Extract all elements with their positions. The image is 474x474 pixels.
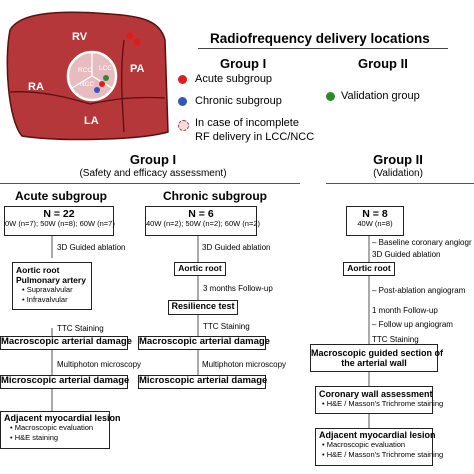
acute-pa-dot-2 xyxy=(133,38,141,46)
group2-subtitle: (Validation) xyxy=(373,168,423,179)
heart-illustration: RV RA LA PA RCC NCC LCC xyxy=(6,11,169,141)
label-ncc: NCC xyxy=(80,81,94,88)
legend-incomplete-1: In case of incomplete xyxy=(195,117,299,129)
chronic-step-ttc: TTC Staining xyxy=(203,322,250,331)
acute-step-multiphoton: Multiphoton microscopy xyxy=(57,360,142,369)
label-ra: RA xyxy=(28,81,44,93)
group2-step-followup: 1 month Follow-up xyxy=(372,306,438,315)
chronic-breakdown: 40W (n=2); 50W (n=2); 60W (n=2) xyxy=(146,219,261,228)
acute-aortic-title: Aortic root xyxy=(16,265,60,275)
acute-n-box: N = 22 0W (n=7); 50W (n=8); 60W (n=7) xyxy=(4,206,115,236)
label-la: LA xyxy=(84,115,99,127)
chamber-divider xyxy=(9,39,166,133)
group2-macroscopic-eval: • Macroscopic evaluation xyxy=(322,440,406,449)
acute-n-label: N = 22 xyxy=(43,208,75,220)
group2-title: Group II xyxy=(373,152,423,167)
chronic-microscopic-box: Microscopic arterial damage xyxy=(138,375,267,389)
acute-macroscopic-box: Macroscopic arterial damage xyxy=(0,336,132,350)
group1-rule xyxy=(0,183,300,184)
acute-supravalvular: • Supravalvular xyxy=(22,285,73,294)
group2-myocardial-box: Adjacent myocardial lesion • Macroscopic… xyxy=(315,428,444,466)
label-rcc: RCC xyxy=(78,67,92,74)
legend-incomplete-2: RF delivery in LCC/NCC xyxy=(195,131,315,143)
legend-validation: Validation group xyxy=(341,90,420,102)
chronic-ablation-dot xyxy=(94,87,100,93)
group2-section-box: Macroscopic guided section of the arteri… xyxy=(310,344,444,372)
chronic-step-followup: 3 months Follow-up xyxy=(203,284,273,293)
legend-title-rule xyxy=(198,48,448,49)
acute-dot-icon xyxy=(178,75,187,84)
label-pa: PA xyxy=(130,63,145,75)
acute-myocardial-title: Adjacent myocardial lesion xyxy=(4,413,121,423)
acute-aortic-box: Aortic root Pulmonary artery • Supravalv… xyxy=(12,262,92,310)
group2-myocardial-staining: • H&E / Masson's Trichrome staining xyxy=(322,450,444,459)
group2-coronary-title: Coronary wall assessment xyxy=(319,389,433,399)
chronic-n-label: N = 6 xyxy=(188,208,214,220)
group2-section-line2: the arterial wall xyxy=(341,358,407,368)
label-rv: RV xyxy=(72,31,88,43)
acute-pa-title: Pulmonary artery xyxy=(16,275,86,285)
group2-step-ablation: 3D Guided ablation xyxy=(372,250,441,259)
chronic-aortic-box: Aortic root xyxy=(174,262,226,276)
group1-title: Group I xyxy=(129,152,177,167)
acute-pa-dot xyxy=(126,32,134,40)
acute-step-ttc: TTC Staining xyxy=(57,324,104,333)
group2-myocardial-title: Adjacent myocardial lesion xyxy=(319,430,436,440)
group2-coronary-staining: • H&E / Masson's Trichrome staining xyxy=(322,399,444,408)
acute-he-staining: • H&E staining xyxy=(10,433,59,442)
acute-microscopic-box: Microscopic arterial damage xyxy=(0,375,129,389)
chronic-n-box: N = 6 40W (n=2); 50W (n=2); 60W (n=2) xyxy=(145,206,261,236)
group2-breakdown: 40W (n=8) xyxy=(357,219,393,228)
group2-step-followup-angiogram: – Follow up angiogram xyxy=(372,320,453,329)
acute-macroscopic-eval: • Macroscopic evaluation xyxy=(10,423,94,432)
acute-infravalvular: • Infravalvular xyxy=(22,295,68,304)
group2-step-baseline: – Baseline coronary angiogr xyxy=(372,238,472,247)
group1-subtitle: (Safety and efficacy assessment) xyxy=(79,168,227,179)
chronic-subgroup-title: Chronic subgroup xyxy=(163,189,267,203)
validation-dot-icon xyxy=(326,92,335,101)
label-lcc: LCC xyxy=(99,65,112,72)
chronic-dot-icon xyxy=(178,97,187,106)
legend-acute: Acute subgroup xyxy=(195,73,273,85)
group2-n-label: N = 8 xyxy=(362,208,388,220)
group2-rule xyxy=(326,183,474,184)
acute-breakdown: 0W (n=7); 50W (n=8); 60W (n=7) xyxy=(5,219,115,228)
group2-step-ttc: TTC Staining xyxy=(372,335,419,344)
validation-ablation-dot xyxy=(103,75,109,81)
chronic-macroscopic-box: Macroscopic arterial damage xyxy=(138,336,270,350)
chronic-step-ablation: 3D Guided ablation xyxy=(202,243,271,252)
group2-step-post-angiogram: – Post-ablation angiogram xyxy=(372,286,466,295)
legend-group1: Group I xyxy=(220,56,267,71)
acute-ablation-dot xyxy=(99,81,105,87)
legend-title: Radiofrequency delivery locations xyxy=(210,31,430,46)
acute-subgroup-title: Acute subgroup xyxy=(15,189,107,203)
group2-aortic-box: Aortic root xyxy=(343,262,395,276)
chronic-step-multiphoton: Multiphoton microscopy xyxy=(202,360,287,369)
chronic-resilience-box: Resilience test xyxy=(168,300,238,315)
group2-coronary-box: Coronary wall assessment • H&E / Masson'… xyxy=(315,386,444,414)
incomplete-dot-icon xyxy=(178,120,189,131)
acute-step-ablation: 3D Guided ablation xyxy=(57,243,126,252)
group2-section-line1: Macroscopic guided section of xyxy=(311,348,444,358)
legend-chronic: Chronic subgroup xyxy=(195,95,282,107)
group2-n-box: N = 8 40W (n=8) xyxy=(346,206,404,236)
legend-group2: Group II xyxy=(358,56,408,71)
acute-myocardial-box: Adjacent myocardial lesion • Macroscopic… xyxy=(0,411,121,449)
